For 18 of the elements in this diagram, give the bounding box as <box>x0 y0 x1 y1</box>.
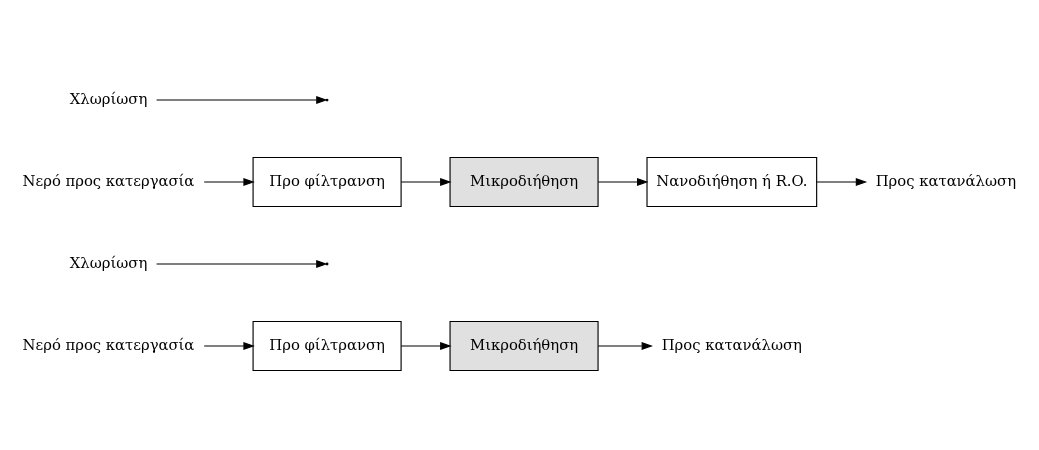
node-box: Μικροδιήθηση <box>449 156 599 208</box>
node-text: Νερό προς κατεργασία <box>22 171 195 189</box>
arrow <box>597 341 653 350</box>
node-text: Χλωρίωση <box>69 253 148 271</box>
node-text: Χλωρίωση <box>69 89 148 107</box>
node-text: Προς κατανάλωση <box>875 171 1017 189</box>
arrow <box>816 178 868 186</box>
node-box: Νανοδιήθηση ή R.O. <box>646 156 818 208</box>
arrow <box>203 341 255 350</box>
node-box: Προ φίλτρανση <box>252 320 402 371</box>
arrow <box>203 178 255 186</box>
arrow <box>597 178 649 186</box>
node-box: Μικροδιήθηση <box>449 320 599 371</box>
node-text: Νερό προς κατεργασία <box>22 335 195 353</box>
arrow <box>400 178 452 186</box>
node-box: Προ φίλτρανση <box>252 156 402 208</box>
node-text: Προς κατανάλωση <box>661 335 802 353</box>
arrow <box>400 341 452 350</box>
